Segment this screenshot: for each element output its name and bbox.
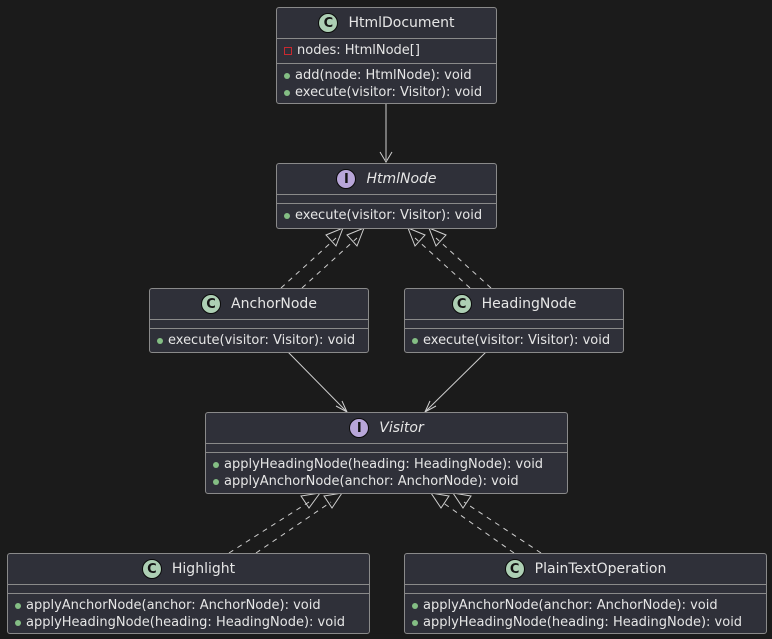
class-name: HtmlDocument: [348, 15, 455, 31]
method-row: execute(visitor: Visitor): void: [284, 207, 490, 224]
method-row: applyHeadingNode(heading: HeadingNode): …: [213, 456, 561, 473]
method-text: execute(visitor: Visitor): void: [168, 333, 356, 348]
public-visibility-icon: [15, 602, 21, 609]
method-text: add(node: HtmlNode): void: [295, 68, 472, 83]
methods-section: applyHeadingNode(heading: HeadingNode): …: [206, 452, 567, 494]
class-name: PlainTextOperation: [534, 561, 667, 577]
realization-head: [451, 492, 472, 509]
class-name: Visitor: [379, 420, 424, 436]
private-visibility-icon: [284, 46, 292, 55]
method-text: applyAnchorNode(anchor: AnchorNode): voi…: [26, 598, 321, 613]
class-highlight[interactable]: C Highlight applyAnchorNode(anchor: Anch…: [7, 553, 370, 634]
class-header: C HeadingNode: [405, 289, 623, 319]
methods-section: execute(visitor: Visitor): void: [277, 203, 496, 228]
realization-head: [346, 227, 365, 247]
realization-head: [428, 227, 447, 247]
methods-section: applyAnchorNode(anchor: AnchorNode): voi…: [405, 593, 766, 635]
class-name: HtmlNode: [366, 171, 437, 187]
method-text: execute(visitor: Visitor): void: [423, 333, 611, 348]
interface-icon: I: [336, 169, 357, 189]
class-icon: C: [318, 13, 339, 33]
class-header: C PlainTextOperation: [405, 554, 766, 584]
realization-head: [325, 227, 344, 247]
class-headingnode[interactable]: C HeadingNode execute(visitor: Visitor):…: [404, 288, 624, 353]
methods-section: execute(visitor: Visitor): void: [405, 328, 623, 353]
class-header: C HtmlDocument: [277, 8, 496, 38]
edge-highlight-visitor: [228, 501, 332, 554]
method-row: execute(visitor: Visitor): void: [157, 332, 362, 349]
realization-head: [323, 492, 344, 509]
method-row: applyAnchorNode(anchor: AnchorNode): voi…: [15, 597, 363, 614]
class-plaintextoperation[interactable]: C PlainTextOperation applyAnchorNode(anc…: [404, 553, 767, 634]
public-visibility-icon: [284, 72, 290, 79]
method-row: execute(visitor: Visitor): void: [284, 84, 490, 101]
public-visibility-icon: [15, 619, 21, 626]
realization-head: [429, 492, 450, 509]
edge-htmldocument-htmlnode: [379, 103, 393, 163]
method-text: applyHeadingNode(heading: HeadingNode): …: [423, 615, 743, 630]
public-visibility-icon: [412, 602, 418, 609]
method-row: applyHeadingNode(heading: HeadingNode): …: [15, 614, 363, 631]
fields-section: [8, 584, 369, 593]
class-header: I Visitor: [206, 413, 567, 443]
class-icon: C: [451, 294, 472, 314]
class-name: Highlight: [171, 561, 236, 577]
method-row: applyAnchorNode(anchor: AnchorNode): voi…: [213, 473, 561, 490]
method-text: execute(visitor: Visitor): void: [295, 208, 483, 223]
interface-icon: I: [349, 418, 370, 438]
class-anchornode[interactable]: C AnchorNode execute(visitor: Visitor): …: [149, 288, 369, 353]
method-text: applyAnchorNode(anchor: AnchorNode): voi…: [224, 474, 519, 489]
field-text: nodes: HtmlNode[]: [297, 43, 420, 58]
interface-htmlnode[interactable]: I HtmlNode execute(visitor: Visitor): vo…: [276, 163, 497, 229]
class-htmldocument[interactable]: C HtmlDocument nodes: HtmlNode[] add(nod…: [276, 7, 497, 104]
class-icon: C: [141, 559, 162, 579]
public-visibility-icon: [412, 337, 418, 344]
field-row: nodes: HtmlNode[]: [284, 42, 490, 59]
class-icon: C: [201, 294, 222, 314]
method-text: applyAnchorNode(anchor: AnchorNode): voi…: [423, 598, 718, 613]
fields-section: [150, 319, 368, 328]
public-visibility-icon: [213, 461, 219, 468]
interface-visitor[interactable]: I Visitor applyHeadingNode(heading: Head…: [205, 412, 568, 494]
methods-section: execute(visitor: Visitor): void: [150, 328, 368, 353]
fields-section: [277, 194, 496, 203]
class-header: C AnchorNode: [150, 289, 368, 319]
realization-head: [407, 227, 426, 247]
class-name: AnchorNode: [231, 296, 317, 312]
public-visibility-icon: [284, 89, 290, 96]
method-text: applyHeadingNode(heading: HeadingNode): …: [224, 457, 544, 472]
fields-section: [206, 443, 567, 452]
class-icon: C: [504, 559, 525, 579]
public-visibility-icon: [412, 619, 418, 626]
methods-section: applyAnchorNode(anchor: AnchorNode): voi…: [8, 593, 369, 635]
public-visibility-icon: [213, 478, 219, 485]
fields-section: [405, 584, 766, 593]
realization-head: [300, 492, 322, 509]
class-header: I HtmlNode: [277, 164, 496, 194]
fields-section: [405, 319, 623, 328]
method-row: execute(visitor: Visitor): void: [412, 332, 617, 349]
edge-anchornode-htmlnode: [280, 237, 358, 289]
edge-plaintextoperation-visitor: [441, 501, 542, 554]
edge-anchornode-visitor: [287, 351, 349, 414]
method-row: applyHeadingNode(heading: HeadingNode): …: [412, 614, 760, 631]
edge-headingnode-htmlnode: [414, 237, 492, 289]
edge-headingnode-visitor: [423, 351, 487, 414]
public-visibility-icon: [157, 337, 163, 344]
method-row: applyAnchorNode(anchor: AnchorNode): voi…: [412, 597, 760, 614]
class-name: HeadingNode: [481, 296, 577, 312]
class-header: C Highlight: [8, 554, 369, 584]
methods-section: add(node: HtmlNode): void execute(visito…: [277, 63, 496, 105]
fields-section: nodes: HtmlNode[]: [277, 38, 496, 63]
method-row: add(node: HtmlNode): void: [284, 67, 490, 84]
public-visibility-icon: [284, 212, 290, 219]
method-text: applyHeadingNode(heading: HeadingNode): …: [26, 615, 346, 630]
method-text: execute(visitor: Visitor): void: [295, 85, 483, 100]
